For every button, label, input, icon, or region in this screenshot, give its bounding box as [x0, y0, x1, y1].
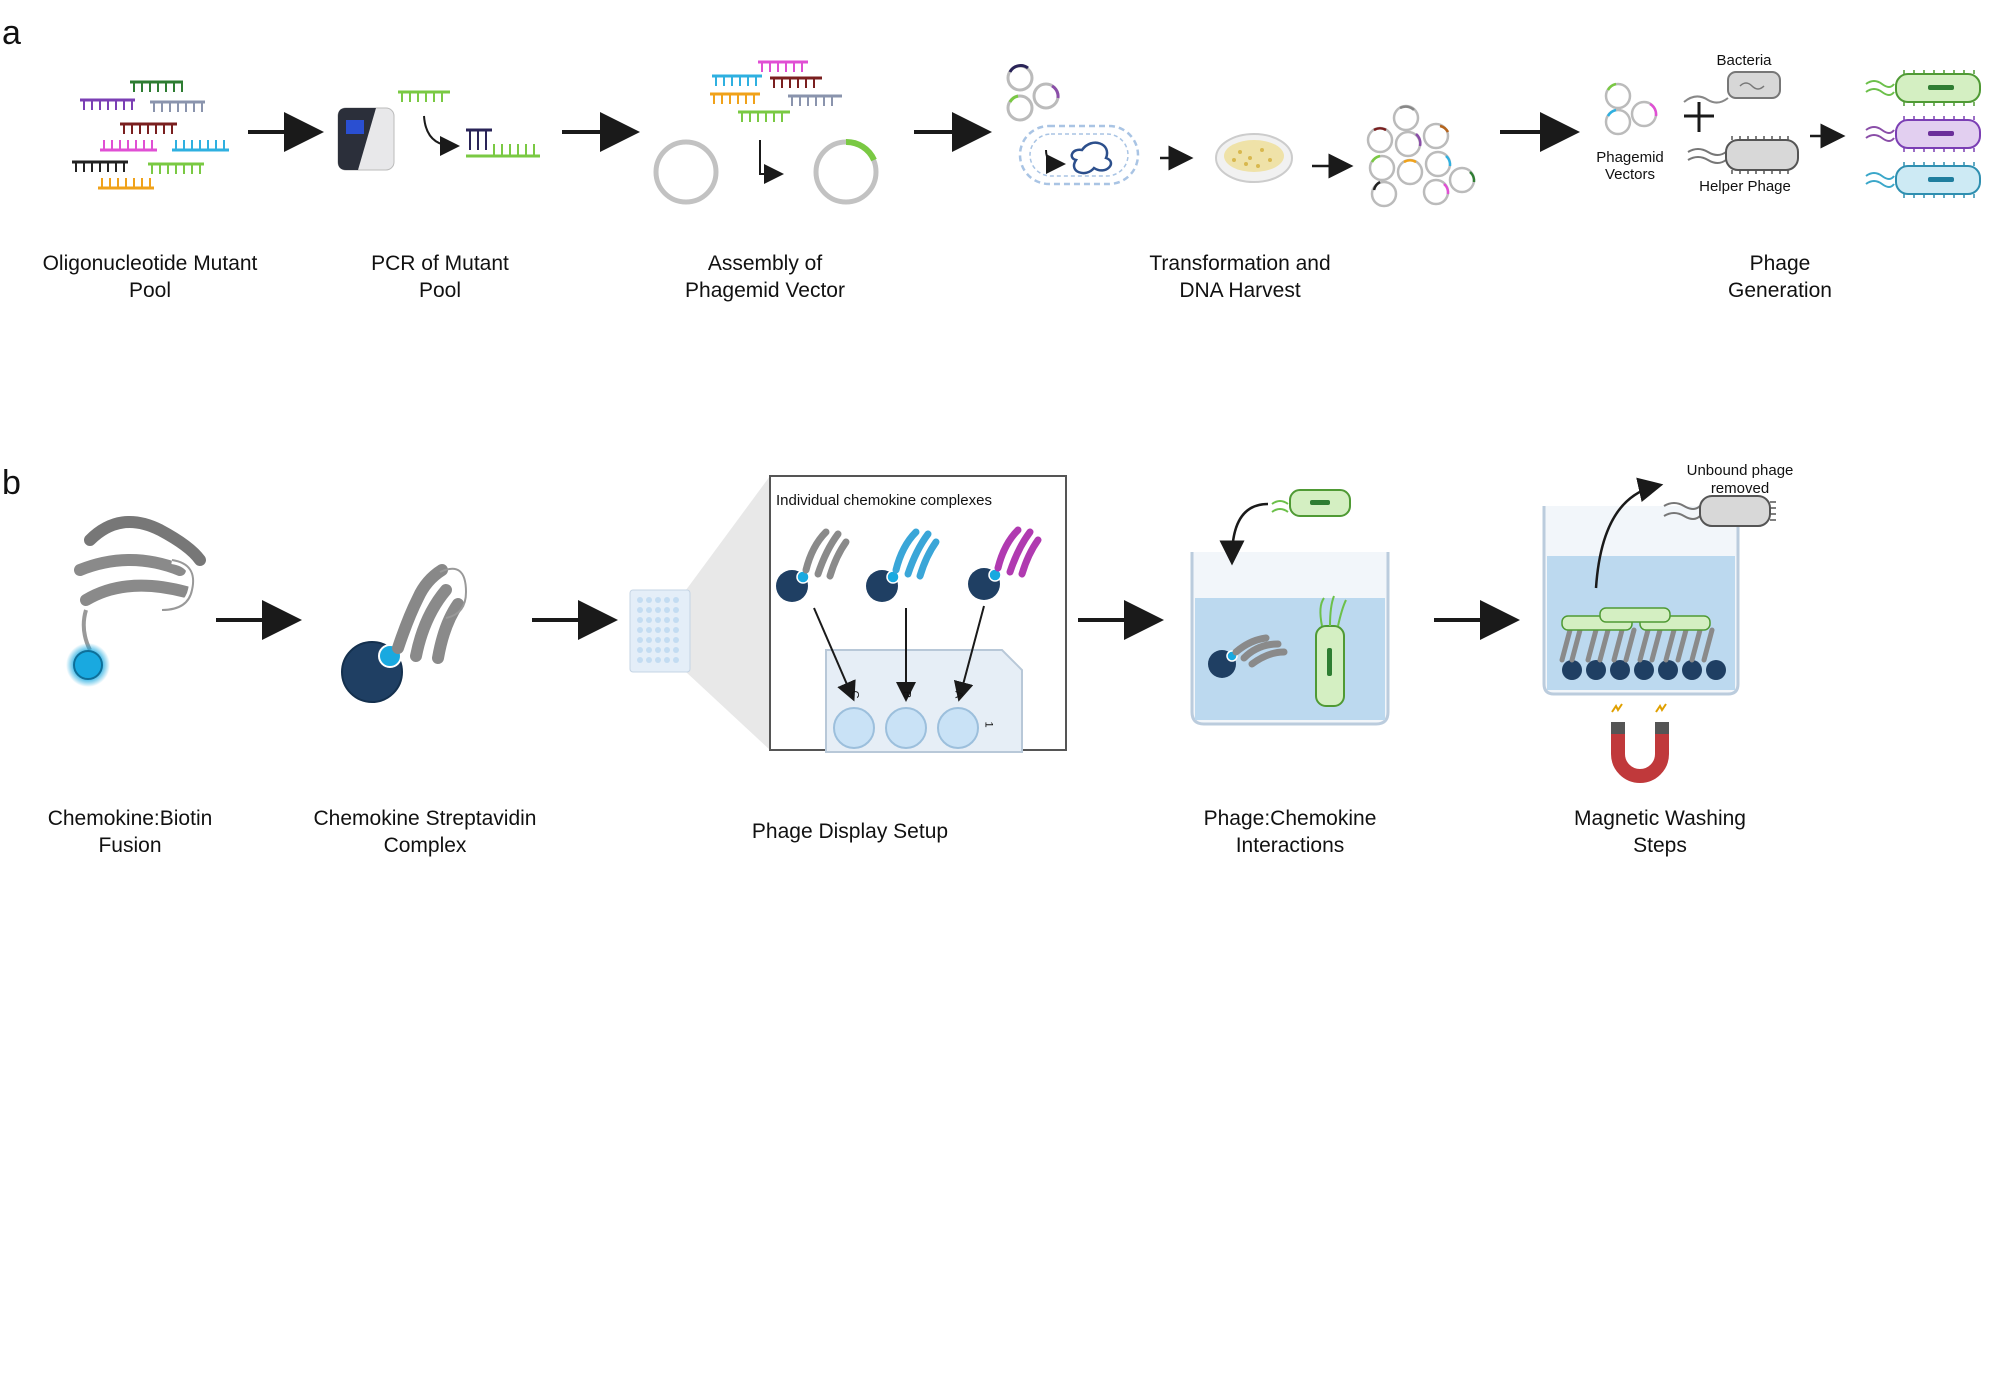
step-a3-label: Assembly of Phagemid Vector: [650, 250, 880, 304]
step-b1-line1: Chemokine:Biotin: [47, 807, 213, 830]
well-plate-icon: [629, 476, 770, 750]
step-a4-label: Transformation and DNA Harvest: [1110, 250, 1370, 304]
phage-library-icon: [1865, 70, 1981, 198]
step-a1-line2: Pool: [128, 279, 172, 302]
petri-dish-icon: [1215, 133, 1293, 183]
step-a1-line1: Oligonucleotide Mutant: [42, 252, 258, 275]
phagemid-label-line1: Phagemid: [1596, 149, 1664, 166]
step-b5-line1: Magnetic Washing: [1574, 807, 1746, 830]
washing-beaker-icon: [1542, 477, 1776, 783]
step-a2-line2: Pool: [418, 279, 462, 302]
inset-title: Individual chemokine complexes: [776, 492, 992, 509]
panel-a-illustration: [72, 60, 1981, 208]
magnet-icon: [1611, 703, 1669, 783]
well-label-1: 1: [982, 721, 995, 728]
unbound-phage-icon: [1663, 495, 1776, 527]
bacteria-label: Bacteria: [1716, 52, 1772, 69]
step-a2-label: PCR of Mutant Pool: [340, 250, 540, 304]
step-a4-line1: Transformation and: [1149, 252, 1331, 275]
step-b2-line1: Chemokine Streptavidin: [313, 807, 537, 830]
bacteria-icon: [1683, 71, 1781, 104]
step-b4-label: Phage:Chemokine Interactions: [1170, 805, 1410, 859]
transformation-icon: [1006, 64, 1140, 186]
well-label-b: B: [900, 690, 913, 699]
step-b4-line1: Phage:Chemokine: [1203, 807, 1377, 830]
helper-phage-label: Helper Phage: [1699, 178, 1791, 195]
chemokine-complexes-inset: [769, 475, 1067, 753]
harvested-dna-icon: [1366, 104, 1476, 208]
step-a5-line1: Phage: [1749, 252, 1811, 275]
step-b2-label: Chemokine Streptavidin Complex: [290, 805, 560, 859]
step-b3-label: Phage Display Setup: [720, 818, 980, 845]
step-b5-label: Magnetic Washing Steps: [1540, 805, 1780, 859]
plus-icon: [1684, 102, 1714, 132]
step-b4-line2: Interactions: [1235, 834, 1345, 857]
step-a3-line1: Assembly of: [707, 252, 823, 275]
pcr-machine-icon: [337, 107, 395, 171]
panel-b-letter: b: [2, 464, 21, 502]
step-b2-line2: Complex: [383, 834, 467, 857]
interaction-beaker-icon: [1190, 489, 1390, 726]
step-a4-line2: DNA Harvest: [1179, 279, 1301, 302]
panel-b-illustration: [66, 475, 1776, 783]
step-a1-label: Oligonucleotide Mutant Pool: [20, 250, 280, 304]
step-a3-line2: Phagemid Vector: [685, 279, 845, 302]
step-a5-line2: Generation: [1728, 279, 1832, 302]
streptavidin-complex-icon: [341, 564, 468, 703]
panel-a-letter: a: [2, 14, 21, 52]
unbound-label-line1: Unbound phage: [1686, 462, 1794, 479]
well-label-a: A: [952, 690, 965, 699]
assembly-oligos-icon: [710, 60, 842, 122]
phagemid-vectors-icon: [1604, 82, 1658, 136]
step-a5-label: Phage Generation: [1680, 250, 1880, 304]
step-b1-label: Chemokine:Biotin Fusion: [20, 805, 240, 859]
well-label-c: C: [848, 690, 861, 699]
unbound-label-line2: removed: [1710, 480, 1770, 497]
step-b3-line1: Phage Display Setup: [751, 820, 949, 843]
phagemid-vector-icon: [813, 138, 879, 205]
chemokine-fusion-icon: [66, 516, 206, 687]
empty-vector-icon: [653, 139, 719, 205]
helper-phage-icon: [1687, 136, 1799, 174]
oligo-pool-icon: [72, 80, 229, 190]
step-b5-line2: Steps: [1633, 834, 1687, 857]
phagemid-label-line2: Vectors: [1604, 166, 1656, 183]
step-b1-line2: Fusion: [98, 834, 162, 857]
step-a2-line1: PCR of Mutant: [371, 252, 509, 275]
